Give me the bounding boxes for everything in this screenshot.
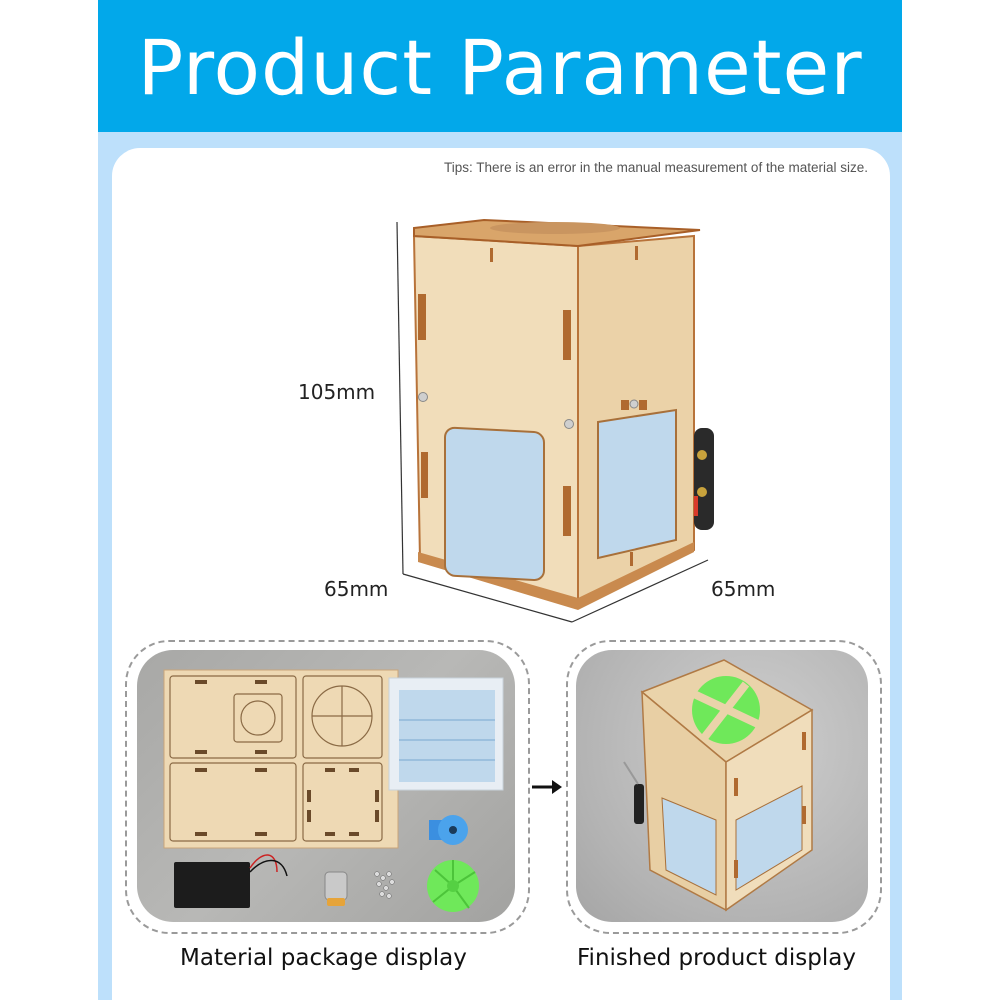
- dimension-length-right-label: 65mm: [711, 577, 776, 601]
- finished-product-photo: [576, 650, 868, 922]
- material-parts-illustration: [163, 669, 504, 912]
- material-package-panel: [125, 640, 530, 934]
- tips-note: Tips: There is an error in the manual me…: [444, 160, 868, 175]
- finished-product-caption: Finished product display: [577, 945, 856, 971]
- page-title: Product Parameter: [137, 23, 863, 112]
- finished-product-illustration: [623, 659, 814, 912]
- dimension-length-left-label: 65mm: [324, 577, 389, 601]
- material-package-caption: Material package display: [180, 945, 467, 971]
- finished-product-panel: [566, 640, 882, 934]
- dimension-height-label: 105mm: [298, 380, 376, 404]
- header-banner: Product Parameter: [98, 0, 902, 132]
- arrow-right-icon: [532, 780, 562, 794]
- material-package-photo: [137, 650, 515, 922]
